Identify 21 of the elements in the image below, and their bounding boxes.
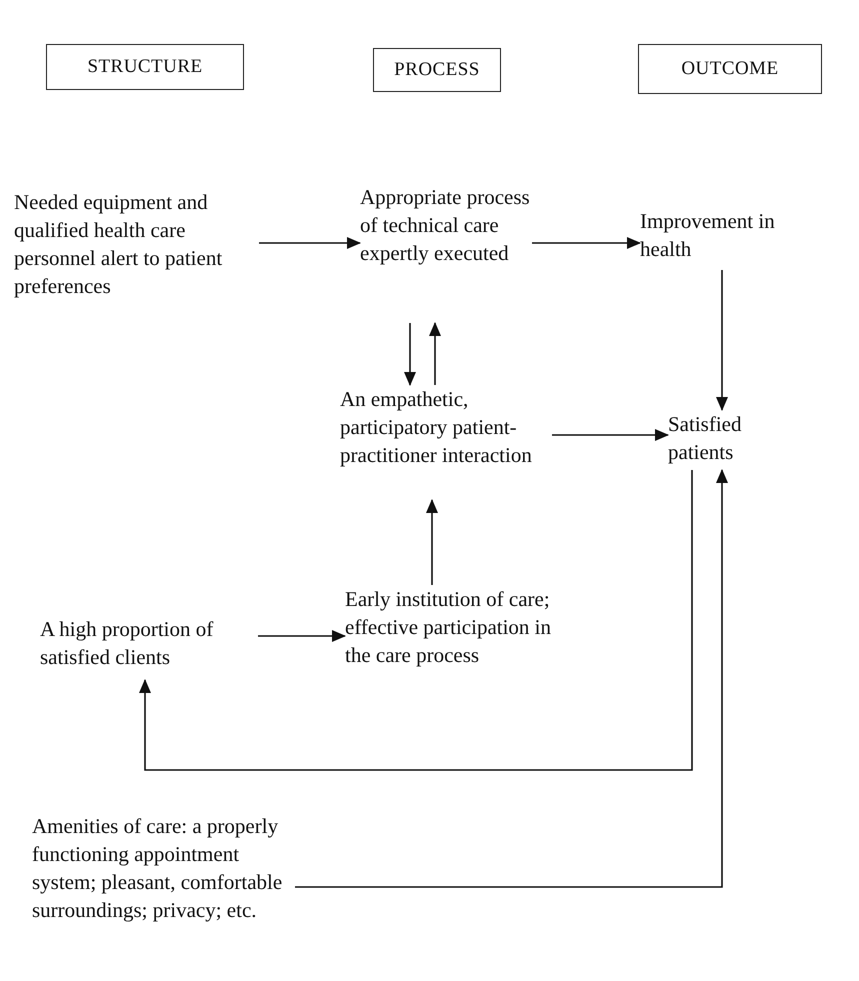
arrow: [426, 499, 438, 585]
node-text: An empathetic, participatory patient-practitioner interaction: [340, 386, 533, 469]
node-text: Appropriate process of technical care expertly executed: [360, 184, 531, 267]
arrow: [716, 270, 728, 411]
arrow: [295, 469, 728, 888]
arrow: [139, 470, 693, 771]
arrow: [404, 323, 416, 386]
node-text: Early institution of care; effective participation in the care process: [345, 586, 552, 669]
node-text: Satisfied patients: [668, 411, 742, 466]
arrow: [532, 237, 641, 249]
node-text: A high proportion of satisfied clients: [40, 616, 214, 671]
arrow: [429, 322, 441, 385]
column-header-box: OUTCOME: [638, 44, 822, 94]
column-header-box: PROCESS: [373, 48, 501, 92]
arrow: [552, 429, 669, 441]
arrow: [259, 237, 361, 249]
arrow: [258, 630, 346, 642]
column-header-box: STRUCTURE: [46, 44, 244, 90]
node-text: Improvement in health: [640, 208, 776, 263]
node-text: Amenities of care: a properly functioning appointment system; pleasant, comfortable surroundings; privacy; etc.: [32, 813, 284, 924]
node-text: Needed equipment and qualified health care personnel alert to patient preferences: [14, 189, 224, 300]
